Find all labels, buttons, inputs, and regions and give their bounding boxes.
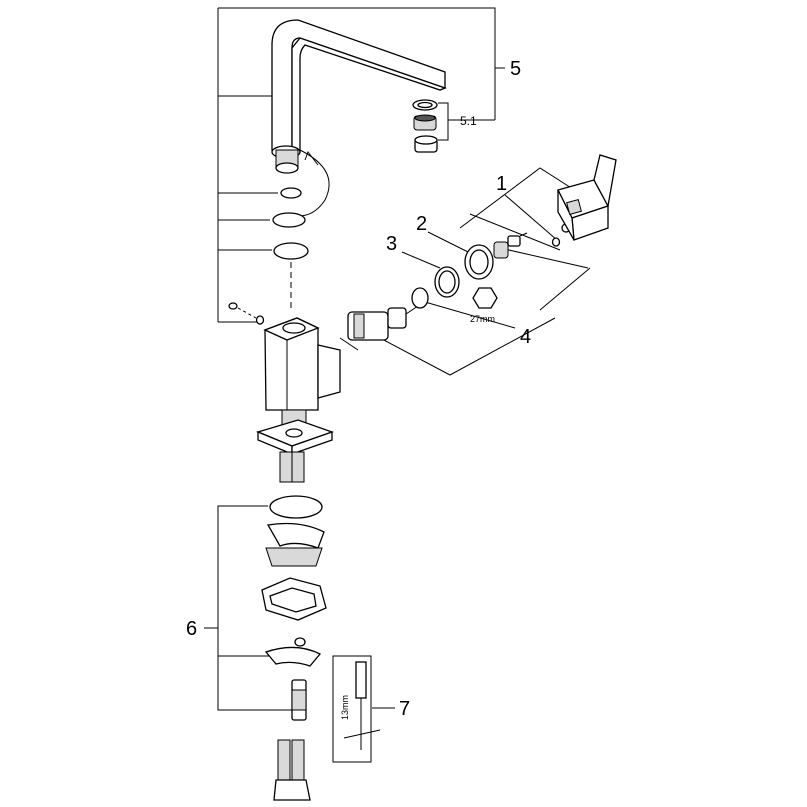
- o-rings: [272, 187, 309, 310]
- callout-5-1: 5.1: [460, 114, 477, 128]
- callout-1: 1: [496, 173, 507, 195]
- nut-size-label: 27mm: [470, 314, 495, 324]
- tool-size-label: 13mm: [340, 695, 350, 720]
- bracket-5: [217, 7, 505, 323]
- bracket-6: [204, 505, 300, 711]
- bracket-5-1: [438, 102, 449, 141]
- callout-7: 7: [399, 698, 410, 720]
- callout-3: 3: [386, 233, 397, 255]
- supply-hoses-upper: [279, 451, 305, 483]
- spout-part: [271, 19, 447, 217]
- callout-4: 4: [520, 326, 531, 348]
- nut-rings: [411, 244, 498, 309]
- callout-2: 2: [416, 213, 427, 235]
- lever-insert-parts: [493, 223, 571, 259]
- callout-5: 5: [510, 58, 521, 80]
- cartridge: [339, 305, 419, 351]
- callout-6: 6: [186, 618, 197, 640]
- aerator-parts: [412, 99, 438, 153]
- leader-lines: [372, 167, 591, 709]
- fixing-set: [261, 495, 327, 721]
- supply-hoses-lower: [273, 739, 311, 801]
- tool-box: [332, 655, 381, 763]
- handle-part: [557, 154, 617, 241]
- grub-screws: [228, 302, 265, 325]
- base-plate: [256, 419, 334, 455]
